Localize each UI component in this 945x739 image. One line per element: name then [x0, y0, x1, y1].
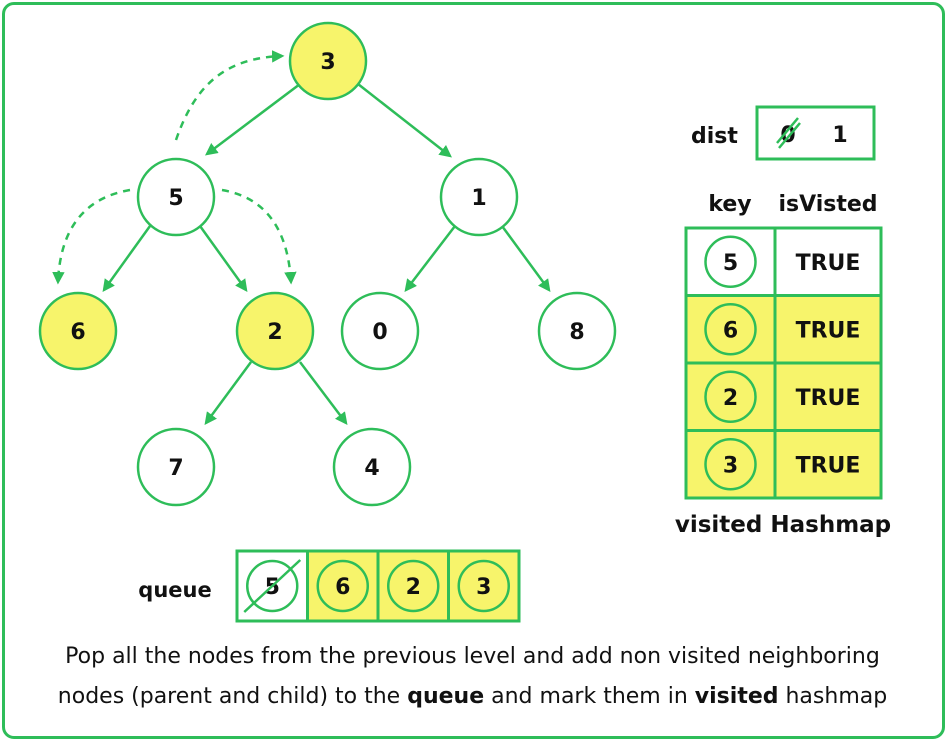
dashed-arrow-5-3: [174, 50, 285, 141]
caption-line-2: nodes (parent and child) to the queue an…: [20, 677, 925, 717]
tree-node-label: 8: [569, 320, 584, 345]
caption-visited-word: visited: [694, 684, 779, 709]
hashmap-value: TRUE: [796, 386, 861, 411]
caption-text-c: and mark them in: [484, 684, 695, 709]
queue-strike-line: [243, 559, 302, 613]
hashmap-value: TRUE: [796, 453, 861, 478]
hashmap-key-cell: [684, 429, 777, 500]
queue-cell-box: [447, 549, 521, 623]
queue-cell-circle: [316, 559, 369, 613]
tree-node-circle: [38, 291, 118, 371]
caption: Pop all the nodes from the previous leve…: [20, 637, 925, 717]
dashed-arrow-5-2: [221, 188, 297, 285]
tree-node-7: 7: [136, 427, 216, 507]
hashmap-key: 6: [723, 318, 738, 343]
traversal-arrows: [52, 50, 297, 285]
dist-strike-1: [778, 122, 801, 149]
hashmap-row: 2 TRUE: [684, 361, 883, 432]
tree-node-1: 1: [439, 157, 519, 237]
tree-node-3: 3: [288, 21, 368, 101]
tree-node-label: 7: [168, 456, 183, 481]
hashmap-key: 5: [723, 251, 738, 276]
queue-cell: 2: [376, 549, 450, 623]
tree-nodes: 3 5 1 6 2 0 8 7 4: [38, 21, 617, 507]
hashmap-value: TRUE: [796, 318, 861, 343]
tree-node-circle: [537, 291, 617, 371]
tree-node-5: 5: [136, 157, 216, 237]
tree-node-circle: [288, 21, 368, 101]
hashmap-key-circle: [704, 235, 757, 288]
hashmap-value-cell: [773, 361, 883, 432]
edge-1-8: [500, 225, 551, 293]
tree-node-label: 1: [471, 186, 486, 211]
tree-node-6: 6: [38, 291, 118, 371]
tree-node-4: 4: [332, 427, 412, 507]
tree-node-label: 0: [372, 320, 387, 345]
hashmap-row: 5 TRUE: [684, 226, 883, 297]
tree-node-0: 0: [340, 291, 420, 371]
hashmap-key-circle: [704, 370, 757, 423]
queue-cell-popped: 5: [235, 549, 309, 623]
dashed-arrow-5-6: [52, 188, 131, 285]
queue-cells: 5 6 2 3: [235, 549, 521, 623]
dist-box: [755, 105, 876, 161]
hashmap-key-circle: [704, 303, 757, 356]
tree-node-circle: [439, 157, 519, 237]
hashmap-value-cell: [773, 294, 883, 365]
queue-cell-circle: [387, 559, 440, 613]
caption-text-e: hashmap: [778, 684, 888, 709]
hashmap-key: 2: [723, 386, 738, 411]
edge-1-0: [404, 225, 456, 292]
hashmap-row: 6 TRUE: [684, 294, 883, 365]
tree-node-label: 6: [70, 320, 85, 345]
queue-cell-value: 6: [335, 575, 350, 600]
tree-edges: [102, 83, 551, 426]
dist-indicator: dist 0 1: [691, 105, 876, 161]
tree-node-label: 5: [168, 186, 183, 211]
tree-node-2: 2: [235, 291, 315, 371]
queue-label: queue: [138, 578, 211, 602]
queue-cell-circle: [457, 559, 510, 613]
hashmap-title: visited Hashmap: [675, 512, 891, 538]
tree-node-8: 8: [537, 291, 617, 371]
tree-node-circle: [136, 157, 216, 237]
hashmap-key-circle: [704, 438, 757, 491]
queue-cell: 6: [306, 549, 380, 623]
tree-node-circle: [332, 427, 412, 507]
tree-node-label: 2: [267, 320, 282, 345]
hashmap-value: TRUE: [796, 251, 861, 276]
queue-cell-circle: [246, 559, 299, 613]
dist-strike-2: [776, 117, 799, 144]
hashmap-key: 3: [723, 453, 738, 478]
dist-value: 1: [832, 123, 847, 148]
hashmap-value-cell: [773, 429, 883, 500]
edge-3-5: [205, 83, 301, 156]
edge-5-6: [102, 225, 152, 293]
edge-2-7: [204, 361, 253, 426]
tree-node-circle: [340, 291, 420, 371]
hashmap-row: 3 TRUE: [684, 429, 883, 500]
caption-text-a: nodes (parent and child) to the: [57, 684, 408, 709]
queue-cell: 3: [447, 549, 521, 623]
dist-label: dist: [691, 124, 738, 149]
tree-node-label: 4: [364, 456, 379, 481]
hashmap-col-value: isVisted: [778, 192, 877, 217]
tree-node-label: 3: [320, 50, 335, 75]
queue-cell-value: 2: [406, 575, 421, 600]
tree-node-circle: [235, 291, 315, 371]
queue: queue 5 6 2 3: [138, 549, 521, 623]
hashmap-key-cell: [684, 361, 777, 432]
caption-queue-word: queue: [407, 684, 485, 709]
hashmap-col-key: key: [708, 192, 751, 217]
tree-node-circle: [136, 427, 216, 507]
caption-line-1: Pop all the nodes from the previous leve…: [65, 644, 880, 669]
edge-2-4: [299, 361, 348, 425]
edge-5-2: [198, 225, 248, 293]
queue-cell-value: 3: [476, 575, 491, 600]
edge-3-1: [357, 83, 452, 158]
